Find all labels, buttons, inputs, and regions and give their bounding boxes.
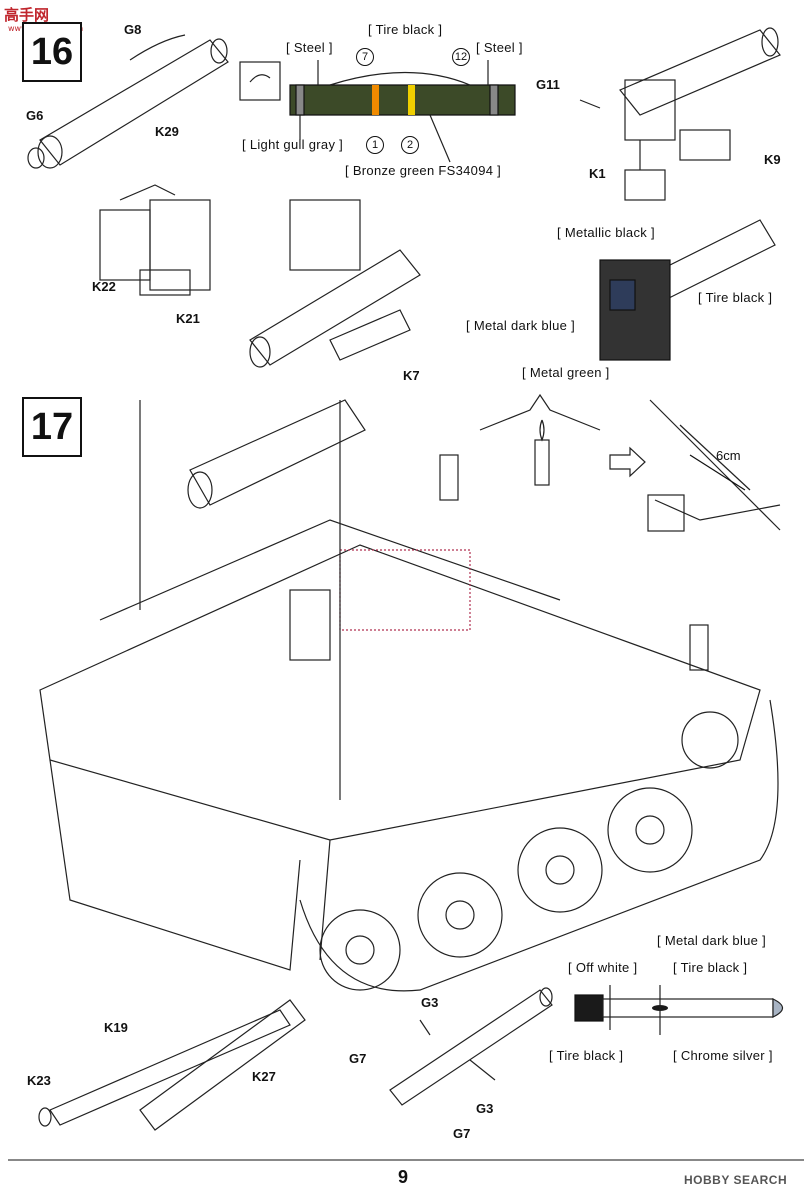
part-label-k27: K27 [252, 1069, 276, 1084]
part-label-k9: K9 [764, 152, 781, 167]
paint-bronze-green: [ Bronze green FS34094 ] [345, 163, 502, 178]
painted-missile [574, 985, 784, 1035]
paint-steel-left: [ Steel ] [286, 40, 333, 55]
watermark-logo: 高手网 [4, 6, 50, 24]
paint-tire-black-missile-top: [ Tire black ] [673, 960, 748, 975]
missile-fins-assembly [389, 987, 553, 1106]
part-label-g3-bottom: G3 [476, 1101, 494, 1116]
hobby-search-logo: HOBBY SEARCH [684, 1173, 788, 1187]
paint-metal-dark-blue-missile: [ Metal dark blue ] [657, 933, 767, 948]
paint-metal-dark-blue-sight: [ Metal dark blue ] [466, 318, 576, 333]
painted-sight-assembly [599, 219, 776, 361]
k21-k22-assembly [99, 184, 211, 296]
part-label-k22: K22 [92, 279, 116, 294]
part-label-g7-bottom: G7 [453, 1126, 471, 1141]
part-label-g7-left: G7 [349, 1051, 367, 1066]
candle-heating-diagram [479, 393, 781, 532]
part-label-g8: G8 [124, 22, 142, 37]
paint-tire-black-sight: [ Tire black ] [698, 290, 773, 305]
paint-chrome-silver: [ Chrome silver ] [673, 1048, 773, 1063]
painted-tube-callout [239, 60, 516, 163]
part-label-g3-top: G3 [421, 995, 439, 1010]
paint-tire-black-missile-bottom: [ Tire black ] [549, 1048, 624, 1063]
paint-light-gull-gray: [ Light gull gray ] [242, 137, 344, 152]
paint-metal-green: [ Metal green ] [522, 365, 610, 380]
step-17-badge: 17 [22, 397, 82, 457]
decal-number-12: 12 [452, 48, 470, 66]
part-label-k23: K23 [27, 1073, 51, 1088]
paint-steel-right: [ Steel ] [476, 40, 523, 55]
step-16-badge: 16 [22, 22, 82, 82]
vehicle-hull [39, 399, 761, 971]
part-label-k21: K21 [176, 311, 200, 326]
part-label-k7: K7 [403, 368, 420, 383]
part-label-k19: K19 [104, 1020, 128, 1035]
sight-assembly-exploded [579, 27, 781, 201]
part-label-g6: G6 [26, 108, 44, 123]
decal-number-7: 7 [356, 48, 374, 66]
paint-metallic-black: [ Metallic black ] [557, 225, 655, 240]
decal-number-1: 1 [366, 136, 384, 154]
page-number: 9 [398, 1167, 409, 1187]
measurement-label: 6cm [716, 448, 741, 463]
k29-launcher-tube [27, 34, 229, 169]
decal-number-2: 2 [401, 136, 419, 154]
part-label-g11: G11 [536, 77, 560, 92]
paint-off-white: [ Off white ] [568, 960, 638, 975]
part-label-k29: K29 [155, 124, 179, 139]
vehicle-tracks [299, 699, 779, 992]
k19-k27-tubes [38, 999, 306, 1131]
k7-tube-assembly [249, 199, 421, 368]
paint-tire-black-top: [ Tire black ] [368, 22, 443, 37]
part-label-k1: K1 [589, 166, 606, 181]
